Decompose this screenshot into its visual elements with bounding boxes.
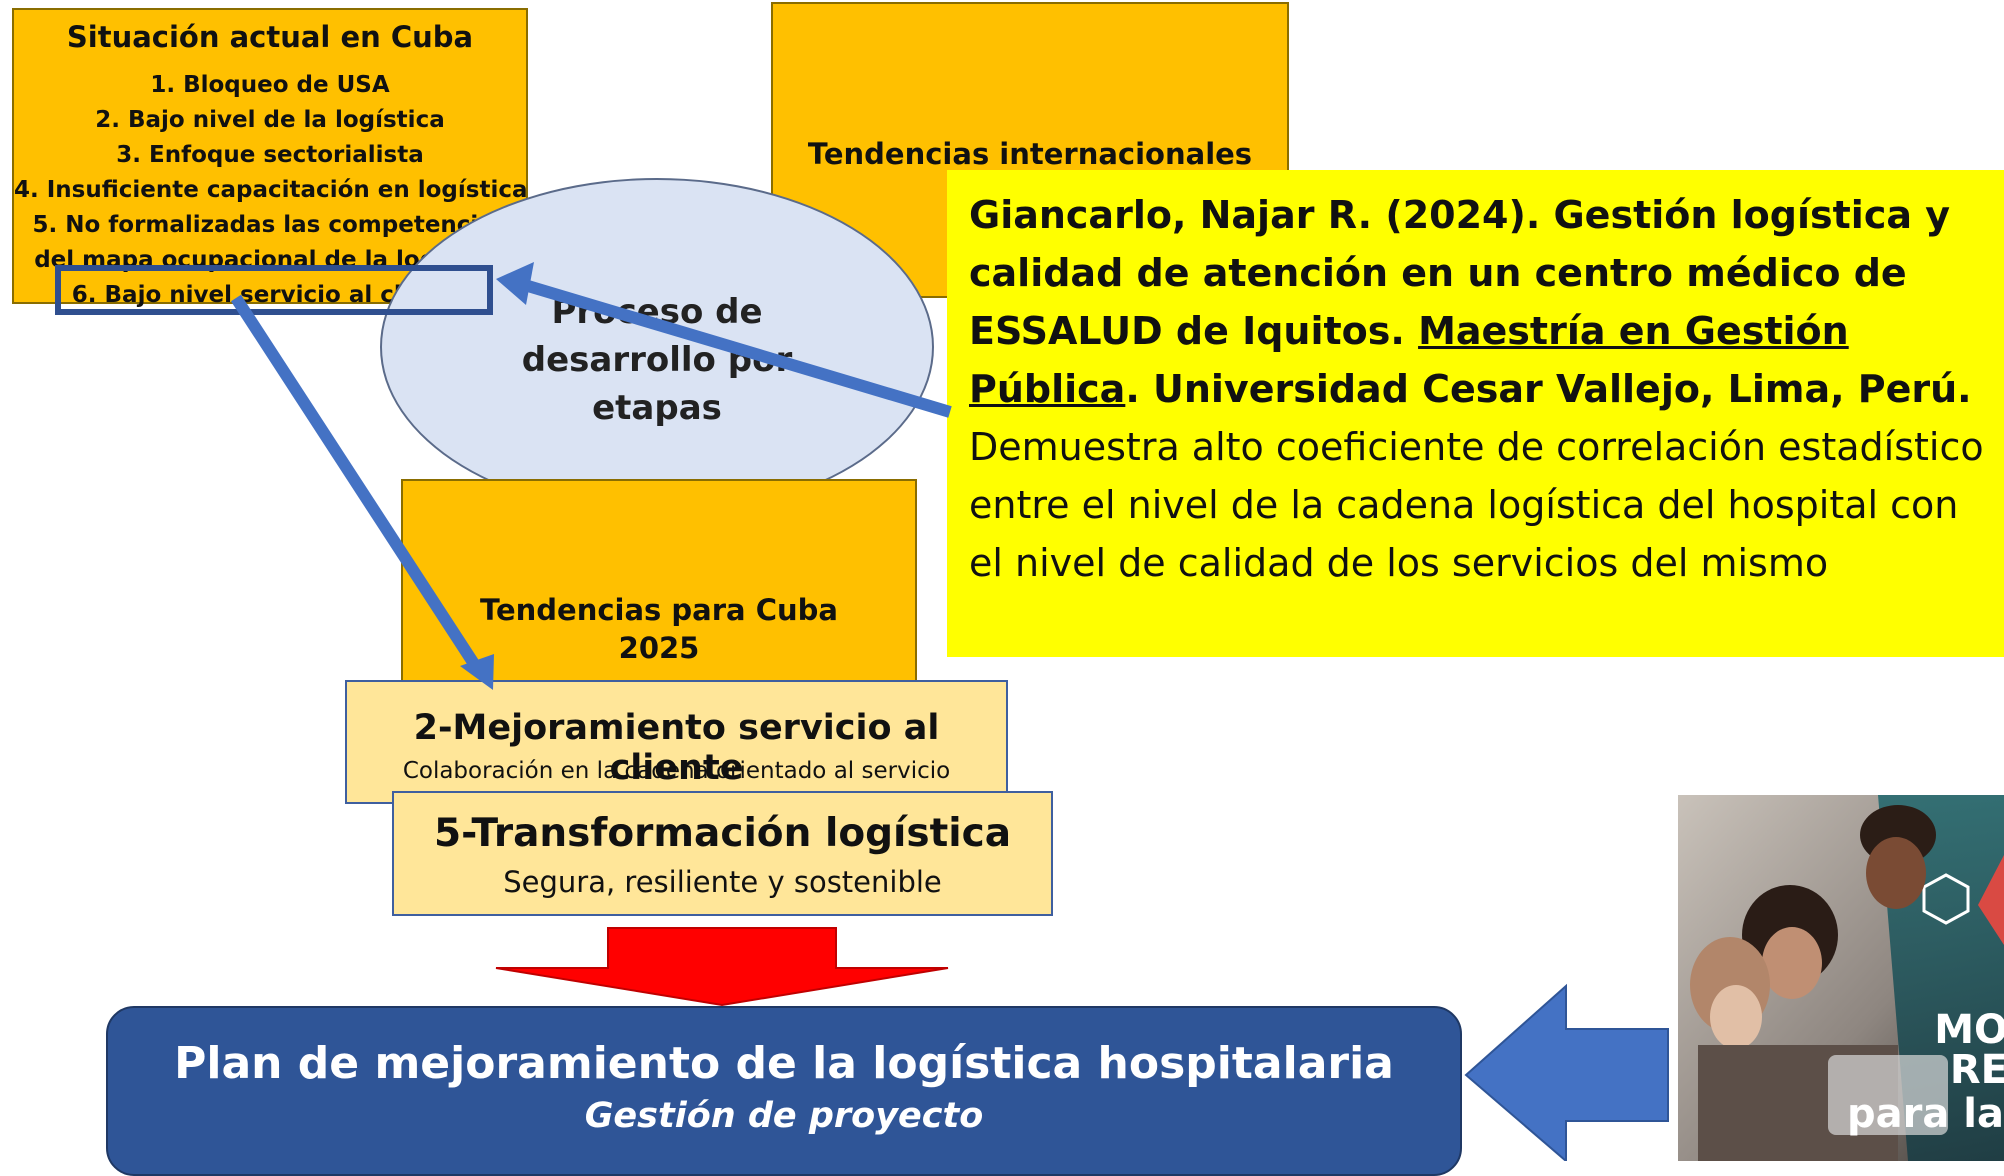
- citation-box: Giancarlo, Najar R. (2024). Gestión logí…: [947, 170, 2004, 657]
- situacion-item-3: 3. Enfoque sectorialista: [116, 142, 424, 168]
- situacion-title: Situación actual en Cuba: [66, 20, 474, 54]
- tendencias-cuba-line-1: Tendencias para Cuba: [480, 593, 838, 627]
- item6-to-mejora-arrowhead: [460, 654, 494, 690]
- item-6-highlight: [55, 265, 493, 315]
- tendencias-cuba-line-2: 2025: [618, 631, 700, 665]
- tendencias-internacionales-label: Tendencias internacionales: [807, 137, 1253, 171]
- people-photo: [1678, 795, 2004, 1161]
- citation-body: Demuestra alto coeficiente de correlació…: [969, 425, 1984, 585]
- transformacion-subtitle: Segura, resiliente y sostenible: [503, 865, 942, 899]
- mejoramiento-title: 2-Mejoramiento servicio al cliente: [413, 708, 940, 788]
- mejoramiento-subtitle: Colaboración en la cadena orientado al s…: [402, 758, 951, 784]
- item6-to-mejora-arrow: [230, 294, 484, 674]
- situacion-item-5: 5. No formalizadas las competencias: [32, 212, 508, 238]
- citation-text: Giancarlo, Najar R. (2024). Gestión logí…: [969, 186, 1989, 592]
- citation-to-item6-arrow: [526, 280, 952, 418]
- blue-left-arrow: [1464, 983, 1669, 1161]
- citation-underlined: Maestría en Gestión Pública: [969, 309, 1849, 411]
- situacion-item-2: 2. Bajo nivel de la logística: [95, 107, 445, 133]
- thumbnail-text-2: RE: [1949, 1047, 2004, 1093]
- mejoramiento-box: 2-Mejoramiento servicio al cliente Colab…: [345, 680, 1008, 804]
- thumbnail-text-1: MO: [1934, 1007, 2004, 1053]
- proceso-line-3: etapas: [592, 388, 722, 428]
- plan-subtitle: Gestión de proyecto: [584, 1096, 984, 1136]
- plan-title: Plan de mejoramiento de la logística hos…: [174, 1038, 1394, 1089]
- transformacion-box: 5-Transformación logística Segura, resil…: [392, 791, 1053, 916]
- situacion-item-1: 1. Bloqueo de USA: [150, 72, 390, 98]
- citation-to-item6-arrowhead: [496, 262, 534, 305]
- transformacion-title: 5-Transformación logística: [433, 811, 1012, 856]
- red-down-arrow: [495, 927, 949, 1007]
- situacion-item-4: 4. Insuficiente capacitación en logístic…: [14, 177, 528, 203]
- citation-bold-1: Giancarlo, Najar R. (2024). Gestión logí…: [969, 193, 1950, 353]
- citation-bold-2: . Universidad Cesar Vallejo, Lima, Perú.: [1125, 367, 1972, 411]
- thumbnail-text-3: para la: [1847, 1091, 2004, 1137]
- plan-box: Plan de mejoramiento de la logística hos…: [106, 1006, 1462, 1176]
- proceso-ellipse: Proceso de desarrollo por etapas: [380, 178, 934, 516]
- video-thumbnail: MO RE para la: [1678, 795, 2004, 1161]
